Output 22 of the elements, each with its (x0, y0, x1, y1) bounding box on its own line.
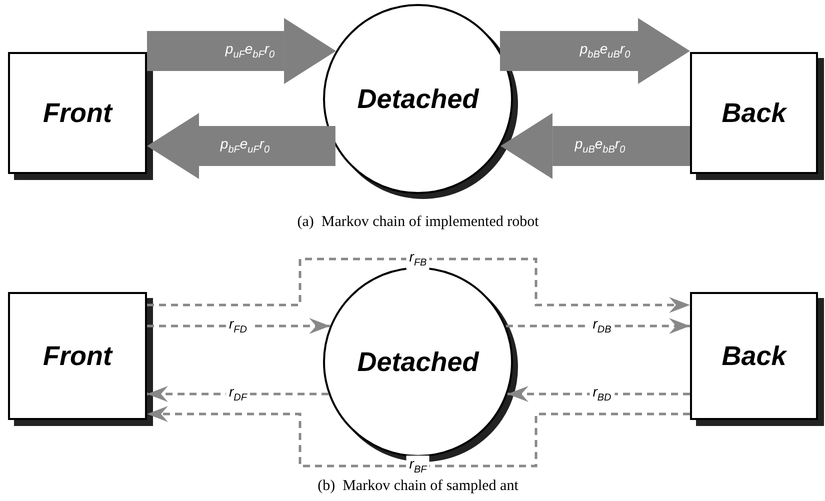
dashed-arrow (147, 386, 329, 402)
rate-label: p$_{bB}$e$_{uB}$r$_{0}$ (580, 42, 630, 60)
state-label: Detached (357, 346, 479, 378)
subfigure-caption: (a) Markov chain of implemented robot (297, 214, 539, 231)
state-label: Detached (357, 84, 479, 114)
state-label: Front (43, 98, 112, 128)
state-label: Front (43, 340, 112, 372)
dashed-arrow (147, 318, 330, 334)
transition-arrow (500, 113, 690, 179)
dashed-arrow (506, 318, 690, 334)
transition-arrow (500, 18, 690, 84)
state-label: Back (722, 340, 786, 372)
transition-arrow (147, 18, 336, 84)
rate-label: p$_{uB}$e$_{bB}$r$_{0}$ (574, 136, 626, 156)
state-label: Back (722, 98, 786, 128)
rate-label: p$_{uF}$e$_{bF}$r$_{0}$ (225, 42, 275, 60)
subfigure-caption: (b) Markov chain of sampled ant (318, 478, 518, 495)
dashed-arrow (147, 258, 690, 313)
transition-arrow (147, 113, 336, 179)
rate-label: p$_{bF}$e$_{uF}$r$_{0}$ (220, 136, 270, 156)
dashed-arrow (507, 386, 690, 402)
dashed-arrow (147, 406, 690, 468)
